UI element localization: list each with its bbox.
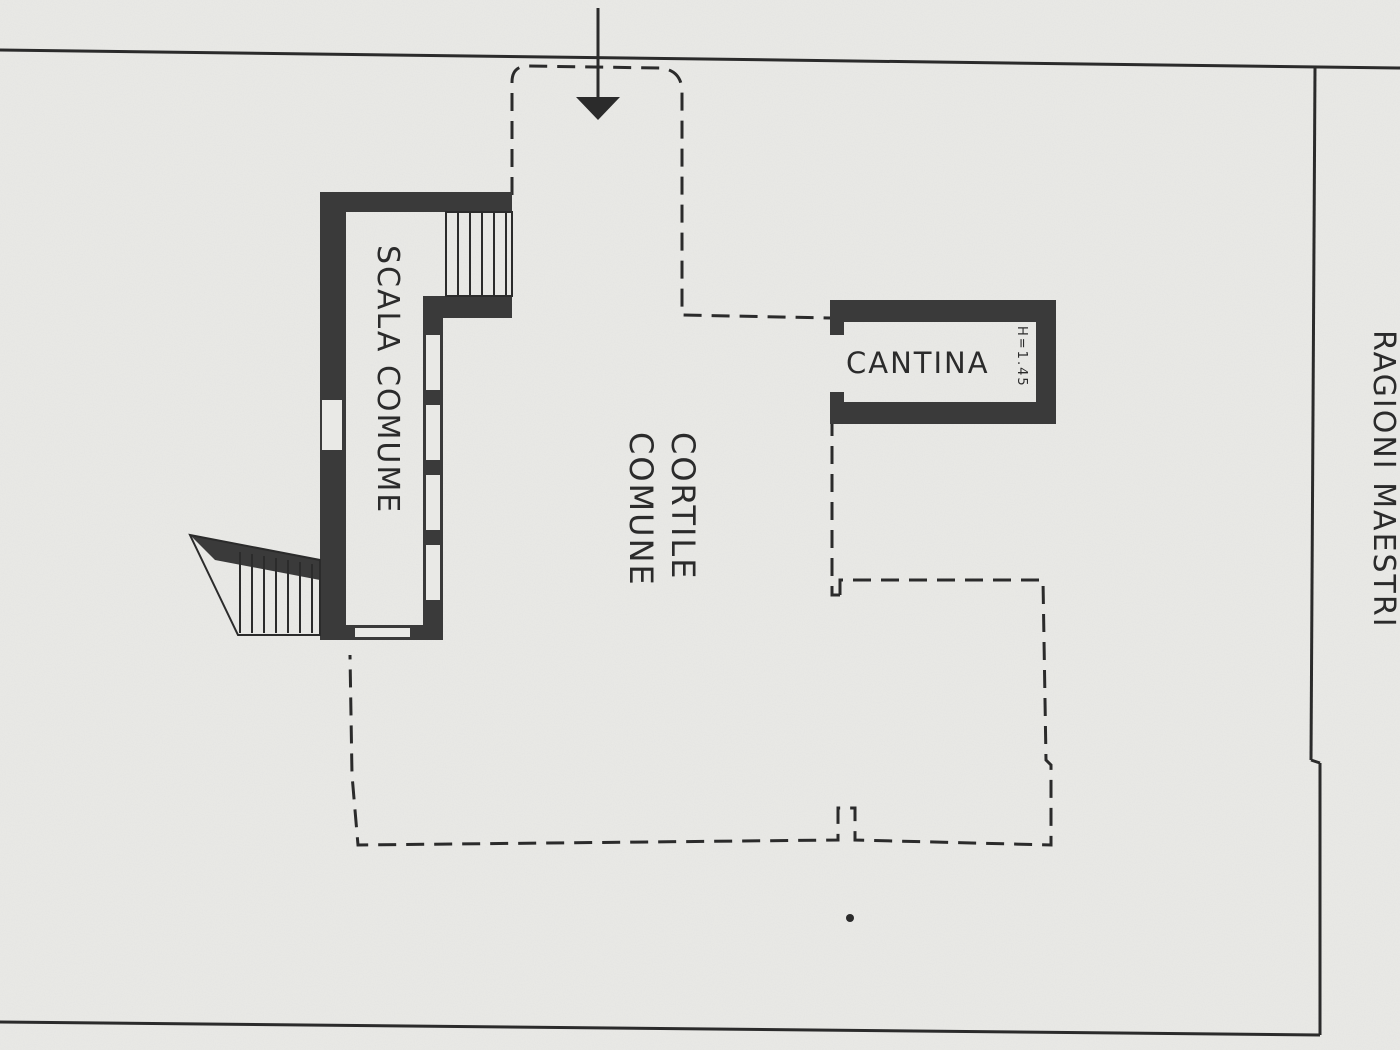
courtyard-lower-dash	[348, 578, 1053, 847]
window-opening-1	[426, 335, 440, 390]
neighbor-label: RAGIONI MAESTRI	[1366, 330, 1400, 629]
courtyard-right-dash	[830, 418, 840, 597]
stair-block: SCALA COMUME	[188, 192, 513, 640]
courtyard-label: CORTILE COMUNE	[622, 432, 702, 587]
boundary-top-line	[0, 48, 1400, 70]
door-opening-bottom	[355, 628, 410, 637]
cellar-wall-bottom	[830, 402, 1056, 424]
cellar-wall-top	[830, 300, 1056, 322]
courtyard-label-line1: CORTILE	[664, 432, 702, 580]
courtyard-label-line2: COMUNE	[622, 432, 660, 587]
cellar-room: CANTINA H=1.45	[830, 300, 1056, 424]
stair-wall-inner	[423, 296, 512, 640]
top-stair-treads	[457, 212, 507, 296]
cellar-height-label: H=1.45	[1014, 326, 1029, 388]
lower-stair-treads	[239, 552, 313, 633]
lower-stair-flight	[188, 533, 321, 636]
stair-wall-outer	[320, 192, 512, 640]
courtyard-entry-dash	[510, 64, 831, 320]
stair-label: SCALA COMUME	[370, 245, 405, 514]
dot-mark	[846, 914, 854, 922]
cellar-label: CANTINA	[846, 346, 990, 380]
boundary-step	[1310, 758, 1321, 765]
cellar-wall-left-bottom	[830, 392, 844, 424]
cellar-wall-right	[1036, 300, 1056, 424]
top-stair-flight	[445, 211, 513, 297]
arrow-head	[576, 97, 620, 120]
cellar-wall-left-top	[830, 300, 844, 335]
wall-opening-left	[322, 400, 342, 450]
courtyard-outline	[348, 64, 1053, 847]
entrance-arrow	[576, 8, 620, 120]
boundary-bottom-line	[0, 1020, 1321, 1037]
window-opening-3	[426, 475, 440, 530]
property-boundary	[0, 48, 1400, 1037]
window-opening-2	[426, 405, 440, 460]
boundary-right-line	[1309, 67, 1317, 761]
window-opening-4	[426, 545, 440, 600]
